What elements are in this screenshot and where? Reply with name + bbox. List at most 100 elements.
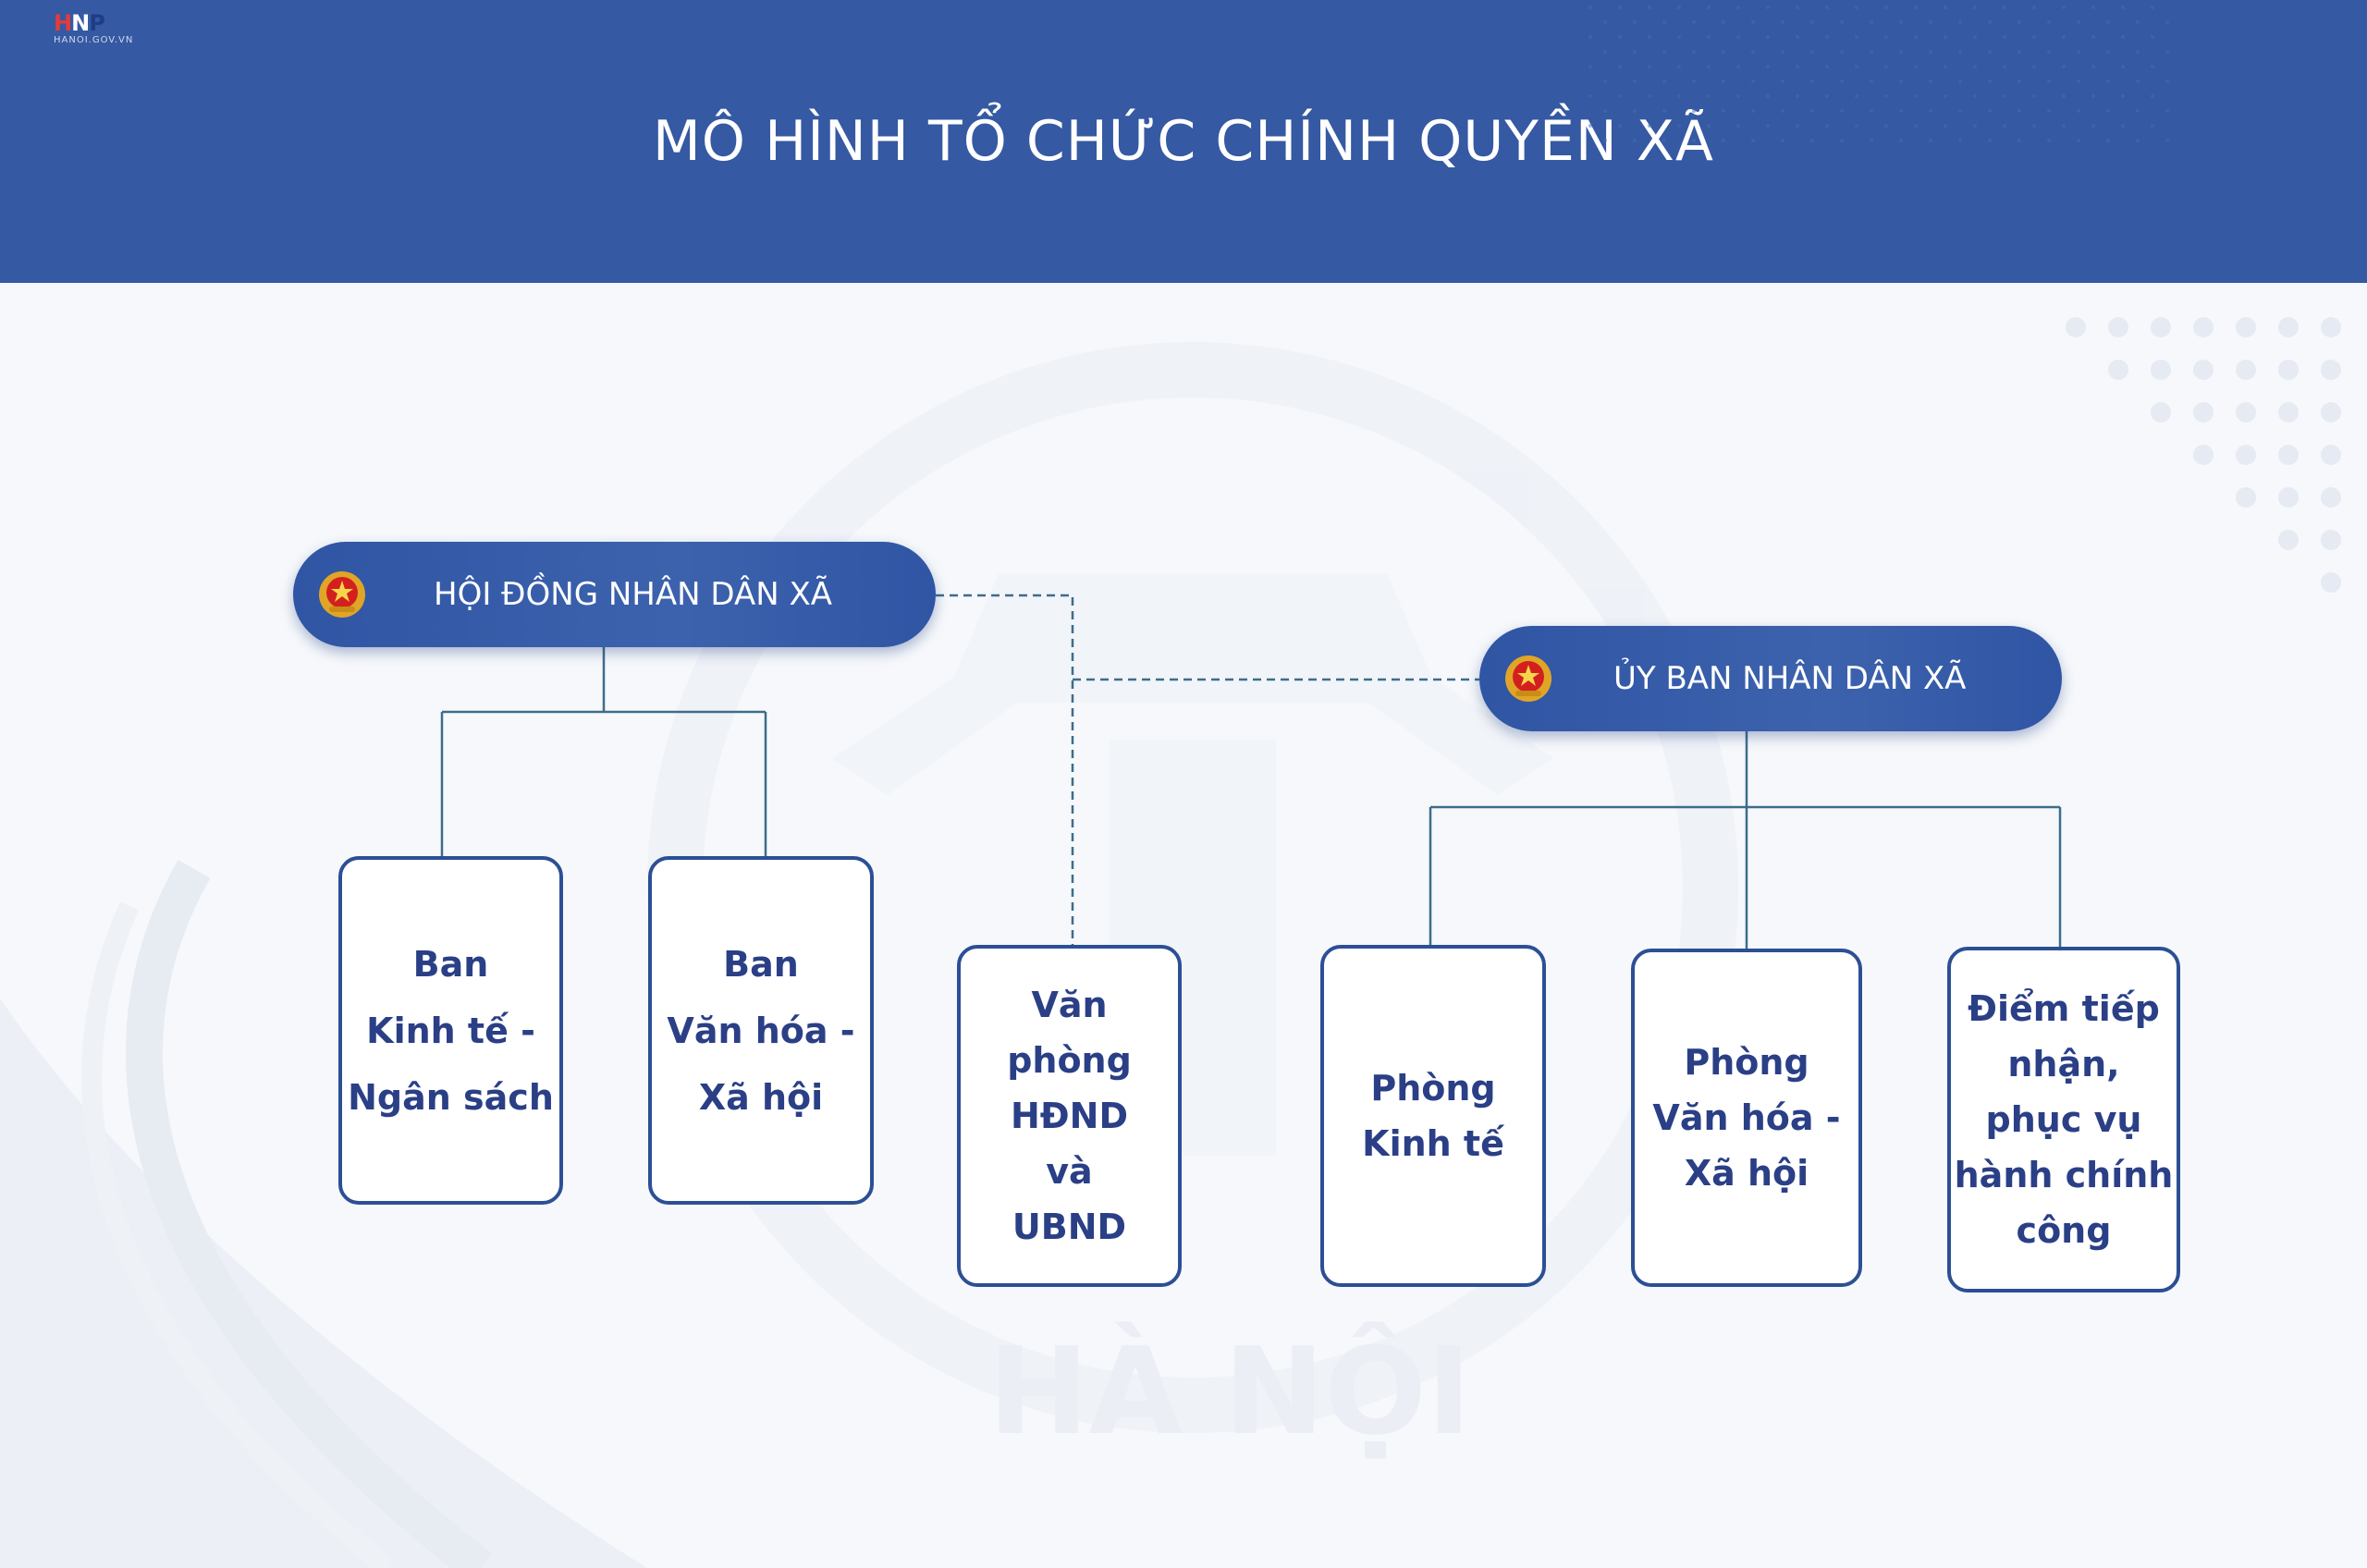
header-banner: HNP HANOI.GOV.VN MÔ HÌNH TỔ CHỨC CHÍNH Q…: [0, 0, 2367, 283]
decorative-dot: [2047, 80, 2051, 83]
decorative-dot: [2066, 317, 2086, 337]
decorative-dot: [1929, 139, 1932, 142]
decorative-dot: [1944, 6, 1947, 9]
decorative-dot: [1751, 80, 1755, 83]
decorative-curve-thin: [81, 901, 395, 1568]
decorative-dot: [1588, 6, 1592, 9]
decorative-dot: [1973, 124, 1977, 128]
decorative-dot: [1618, 124, 1622, 128]
diem-tiep-nhan-node[interactable]: Điểm tiếp nhận, phục vụ hành chính công: [1947, 947, 2180, 1292]
decorative-dot: [1914, 35, 1918, 39]
decorative-dot: [1855, 124, 1858, 128]
decorative-dot: [2106, 80, 2110, 83]
decorative-dot: [2151, 360, 2171, 380]
decorative-dot: [1929, 20, 1932, 24]
decorative-dot: [1988, 139, 1992, 142]
decorative-dot: [2003, 65, 2006, 68]
decorative-dot: [2236, 445, 2256, 465]
decorative-dot: [1662, 80, 1666, 83]
decorative-dot: [1884, 6, 1888, 9]
decorative-dot: [1958, 139, 1962, 142]
decorative-dot: [2017, 20, 2021, 24]
decorative-dot: [1840, 80, 1844, 83]
decorative-dot: [2193, 360, 2214, 380]
decorative-dot: [2121, 6, 2125, 9]
decorative-dot: [1633, 80, 1637, 83]
decorative-dot: [2077, 109, 2080, 113]
decorative-dot: [1736, 124, 1740, 128]
decorative-dot: [1648, 6, 1651, 9]
decorative-dot: [2032, 65, 2036, 68]
decorative-dot: [1736, 94, 1740, 98]
decorative-dot: [2091, 65, 2095, 68]
decorative-dot: [1618, 94, 1622, 98]
decorative-dot: [2062, 35, 2066, 39]
decorative-dot: [2108, 360, 2128, 380]
decorative-dot: [1988, 80, 1992, 83]
decorative-dot: [2091, 35, 2095, 39]
decorative-dot: [1781, 109, 1784, 113]
decorative-dot: [2062, 94, 2066, 98]
dot-grid-top-right: [2066, 317, 2341, 593]
decorative-dot: [1633, 50, 1637, 54]
decorative-dot: [2321, 360, 2341, 380]
decorative-dot: [1855, 65, 1858, 68]
header-dot-texture: [1588, 6, 2169, 142]
page-title: MÔ HÌNH TỔ CHỨC CHÍNH QUYỀN XÃ: [653, 109, 1714, 174]
decorative-dot: [1870, 139, 1873, 142]
decorative-dot: [1736, 6, 1740, 9]
decorative-dot: [2062, 124, 2066, 128]
phong-van-hoa-xa-hoi-node[interactable]: Phòng Văn hóa - Xã hội: [1631, 949, 1862, 1287]
decorative-dot: [1884, 124, 1888, 128]
dashed-connectors: [936, 594, 1479, 946]
phong-kinh-te-node[interactable]: Phòng Kinh tế: [1320, 945, 1546, 1287]
decorative-dot: [2151, 317, 2171, 337]
decorative-dot: [2121, 94, 2125, 98]
decorative-dot: [1603, 80, 1607, 83]
decorative-dot: [1796, 65, 1799, 68]
decorative-dot: [2321, 572, 2341, 593]
decorative-dot: [1988, 50, 1992, 54]
decorative-dot: [1633, 109, 1637, 113]
ubnd-node[interactable]: ỦY BAN NHÂN DÂN XÃ: [1479, 626, 2062, 731]
decorative-dot: [2136, 139, 2140, 142]
hnp-logo[interactable]: HNP HANOI.GOV.VN: [54, 11, 146, 45]
decorative-dot: [1588, 94, 1592, 98]
decorative-dot: [1840, 50, 1844, 54]
decorative-dot: [2151, 6, 2154, 9]
decorative-dot: [1736, 65, 1740, 68]
decorative-dot: [1766, 94, 1770, 98]
decorative-dot: [1796, 94, 1799, 98]
decorative-dot: [1855, 35, 1858, 39]
decorative-dot: [1588, 124, 1592, 128]
decorative-dot: [2121, 124, 2125, 128]
decorative-dot: [1662, 139, 1666, 142]
decorative-dot: [1677, 6, 1681, 9]
decorative-curve-outer: [0, 998, 647, 1568]
decorative-dot: [1810, 50, 1814, 54]
decorative-dot: [2278, 530, 2299, 550]
decorative-dot: [2165, 50, 2169, 54]
ban-van-hoa-xa-hoi-node[interactable]: Ban Văn hóa - Xã hội: [648, 856, 874, 1205]
decorative-dot: [1707, 6, 1711, 9]
decorative-dot: [1973, 6, 1977, 9]
decorative-dot: [1736, 35, 1740, 39]
decorative-dot: [2165, 20, 2169, 24]
decorative-dot: [2278, 445, 2299, 465]
decorative-dot: [1722, 20, 1725, 24]
decorative-dot: [2151, 35, 2154, 39]
decorative-dot: [1618, 6, 1622, 9]
decorative-dot: [2108, 317, 2128, 337]
decorative-dot: [1870, 80, 1873, 83]
hdnd-node[interactable]: HỘI ĐỒNG NHÂN DÂN XÃ: [293, 542, 936, 647]
ban-kinh-te-ngan-sach-node[interactable]: Ban Kinh tế - Ngân sách: [338, 856, 563, 1205]
van-phong-hdnd-ubnd-node[interactable]: Văn phòng HĐND và UBND: [957, 945, 1182, 1287]
decorative-dot: [1707, 35, 1711, 39]
decorative-dot: [2017, 139, 2021, 142]
phong-kinh-te-label: Phòng Kinh tế: [1362, 1068, 1504, 1164]
decorative-dot: [1958, 20, 1962, 24]
decorative-dot: [1870, 50, 1873, 54]
decorative-dot: [2165, 80, 2169, 83]
decorative-dot: [2062, 65, 2066, 68]
decorative-dot: [2165, 109, 2169, 113]
